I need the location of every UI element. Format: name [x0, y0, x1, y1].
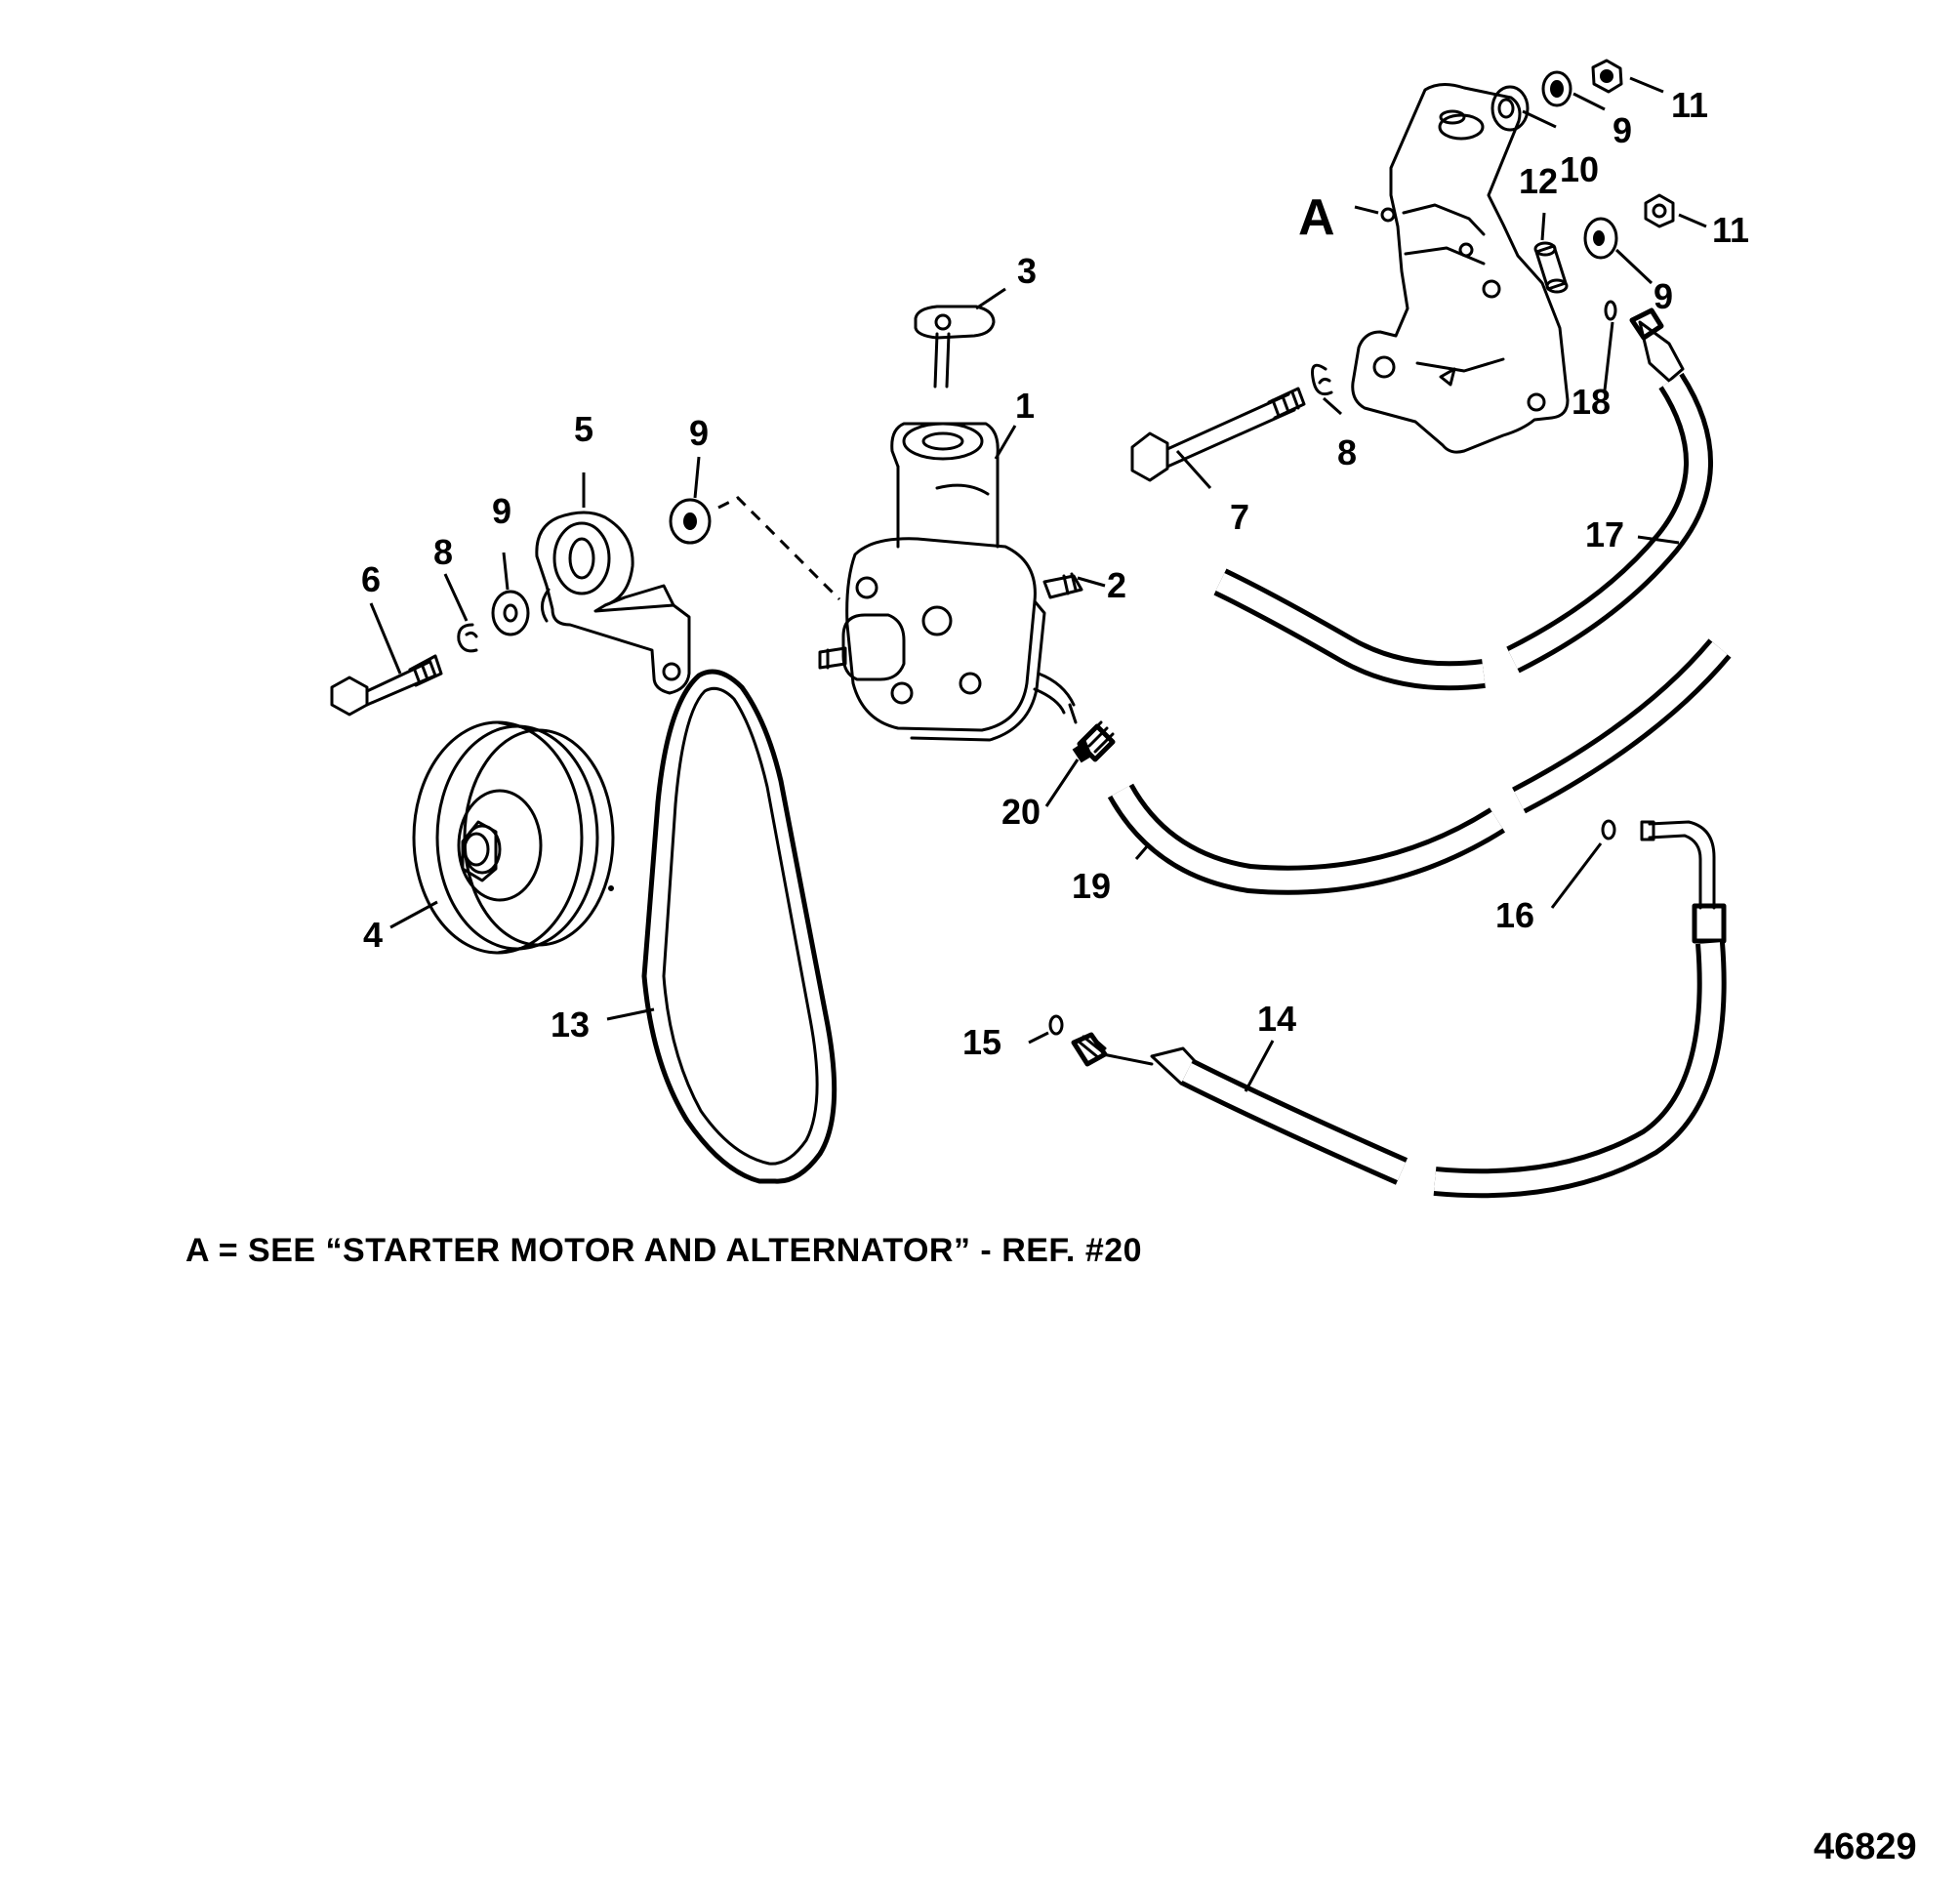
callout-9-right: 9: [1654, 276, 1673, 316]
mounting-bracket-a: [1351, 83, 1570, 454]
washer-9-left: [491, 590, 530, 636]
callout-15: 15: [962, 1022, 1001, 1062]
reservoir-cap-3: [914, 305, 996, 389]
washer-9-lower: [1583, 217, 1618, 260]
pulley-4: [412, 720, 615, 955]
lock-washer-8-left: [457, 623, 478, 653]
callout-3: 3: [1017, 251, 1037, 291]
reference-note: A = SEE “STARTER MOTOR AND ALTERNATOR” -…: [185, 1232, 1142, 1269]
power-steering-pump-1: [818, 422, 1083, 742]
callout-7: 7: [1230, 497, 1249, 537]
callout-8-left: 8: [433, 532, 453, 572]
callout-9-left: 9: [492, 491, 511, 531]
callout-11-upper: 11: [1671, 85, 1708, 125]
washer-10: [1490, 85, 1530, 132]
callout-6: 6: [361, 559, 381, 599]
o-ring-16: [1601, 819, 1616, 840]
fitting-20: [1072, 720, 1116, 763]
hose-17: [1213, 307, 1713, 691]
nut-11-lower: [1644, 193, 1675, 228]
callout-1: 1: [1015, 386, 1035, 426]
callout-2: 2: [1107, 565, 1126, 605]
callout-20: 20: [1001, 792, 1041, 832]
o-ring-18: [1604, 300, 1617, 321]
hose-19: [1107, 638, 1732, 895]
callout-12: 12: [1519, 161, 1558, 201]
callout-9-upper-left: 9: [689, 413, 709, 453]
bolt-7: [1130, 387, 1306, 482]
callout-18: 18: [1572, 382, 1611, 422]
spacer-12: [1533, 241, 1569, 294]
callout-14: 14: [1257, 999, 1296, 1039]
callout-8-right: 8: [1337, 432, 1357, 472]
callout-10: 10: [1560, 149, 1599, 189]
callout-9-top-right: 9: [1613, 110, 1632, 150]
figure-number: 46829: [1814, 1826, 1917, 1867]
callout-13: 13: [551, 1004, 590, 1045]
alignment-dashed-line: [717, 496, 841, 601]
lock-washer-8-right: [1311, 363, 1333, 396]
drive-belt-13: [641, 669, 837, 1184]
o-ring-15: [1048, 1014, 1064, 1036]
washer-9-upper-left: [669, 498, 712, 545]
callout-11-lower: 11: [1712, 210, 1749, 250]
leader-lines: [369, 76, 1707, 1092]
callout-5: 5: [574, 409, 593, 449]
callout-19: 19: [1072, 866, 1111, 906]
callout-4: 4: [363, 915, 383, 955]
callout-a: A: [1298, 189, 1335, 246]
washer-9-upper: [1541, 70, 1572, 107]
callout-16: 16: [1495, 895, 1534, 935]
hose-16-assembly: [1433, 820, 1727, 1199]
pump-bracket-5: [535, 511, 691, 695]
hose-14: [1071, 1032, 1409, 1185]
bolt-6: [330, 654, 443, 717]
nut-11-upper: [1591, 59, 1623, 94]
callout-17: 17: [1585, 514, 1624, 554]
